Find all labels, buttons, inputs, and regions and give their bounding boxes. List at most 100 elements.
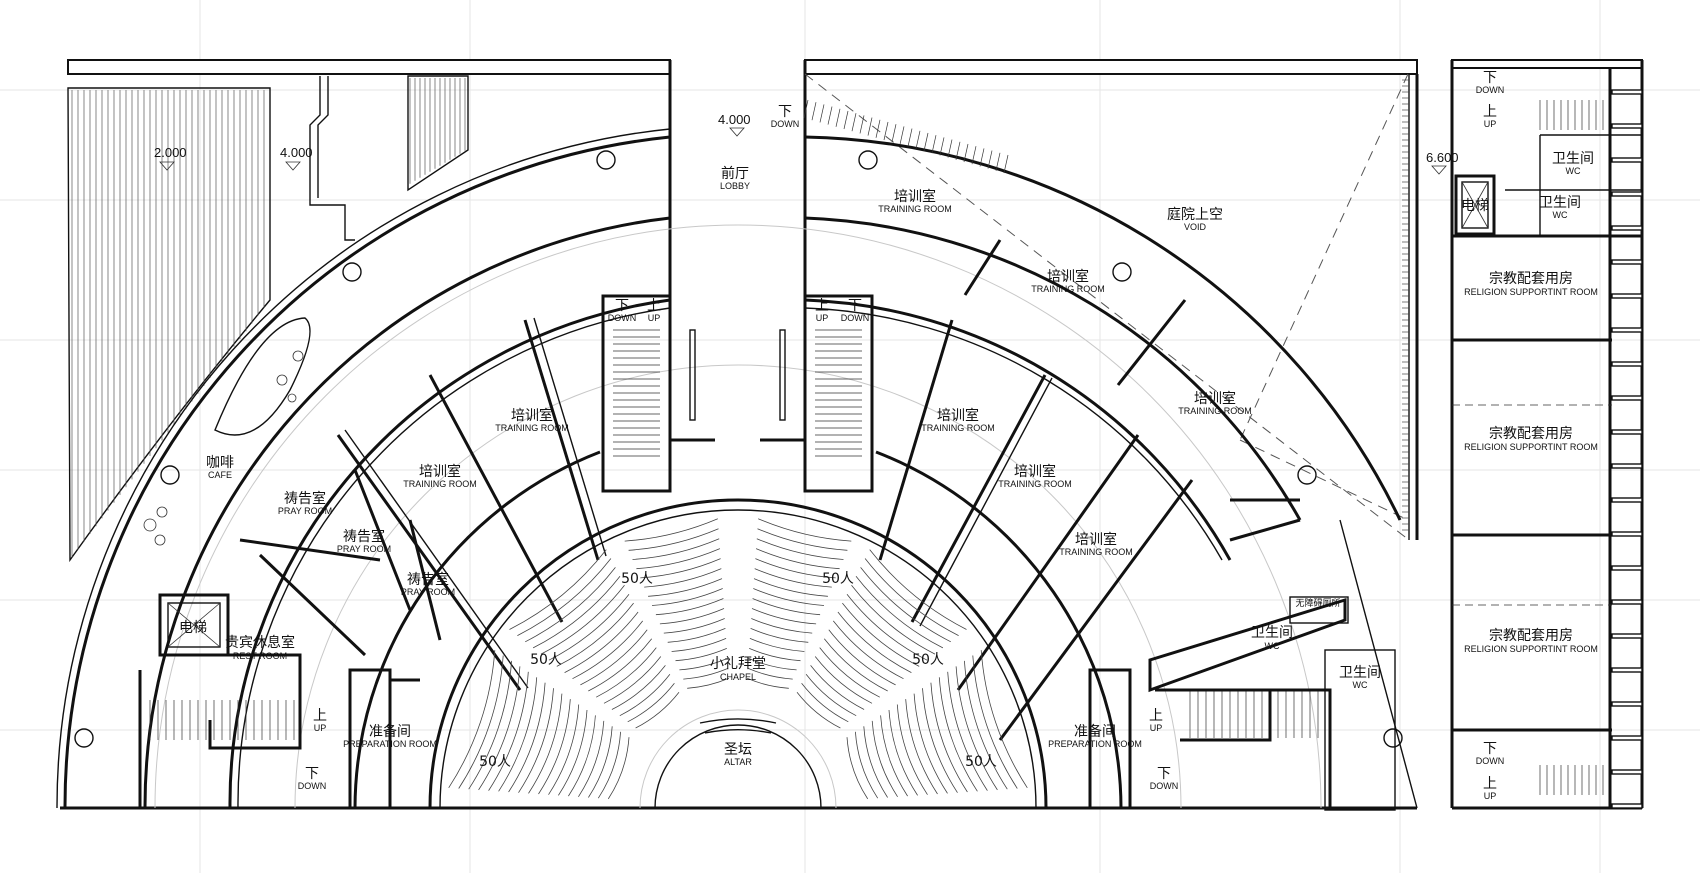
training-room-4-label-en: TRAINING ROOM xyxy=(921,423,995,433)
pray-room-1-label: 祷告室 xyxy=(284,490,326,507)
stair-up-bl: 上 xyxy=(313,708,327,724)
outer-walls xyxy=(60,59,1644,810)
stair-down-2-en: DOWN xyxy=(841,313,870,323)
stair-down-1: 下 xyxy=(615,298,629,314)
level-4000-lobby: 4.000 xyxy=(718,112,751,127)
chapel-label-en: CHAPEL xyxy=(720,672,756,682)
right-wall-ticks xyxy=(1402,79,1643,809)
stair-down-bl: 下 xyxy=(305,766,319,782)
religion-room-1-label: 宗教配套用房 xyxy=(1489,271,1573,287)
wc-4-label-en: WC xyxy=(1553,210,1568,220)
prep-room-right-label-en: PREPARATION ROOM xyxy=(1048,739,1142,749)
stair-up-1: 上 xyxy=(647,298,661,314)
training-room-2-label: 培训室 xyxy=(1047,268,1089,285)
seat-label-2: 50人 xyxy=(822,571,854,587)
stair-down-lobby-en: DOWN xyxy=(771,119,800,129)
training-room-7-label-en: TRAINING ROOM xyxy=(495,423,569,433)
level-2000: 2.000 xyxy=(154,145,187,160)
pray-room-1-label-en: PRAY ROOM xyxy=(278,506,332,516)
prep-room-right-label: 准备间 xyxy=(1074,723,1116,740)
seat-label-6: 50人 xyxy=(965,754,997,770)
stair-up-rb-en: UP xyxy=(1484,791,1497,801)
hatch-lines xyxy=(71,78,466,558)
rest-room-label-en: REST ROOM xyxy=(233,651,287,661)
training-room-1-label: 培训室 xyxy=(894,188,936,205)
radial-partitions xyxy=(239,239,1301,741)
training-room-6-label: 培训室 xyxy=(1075,531,1117,548)
void-dashes xyxy=(804,73,1410,541)
stair-down-tr-en: DOWN xyxy=(1476,85,1505,95)
lobby-label-en: LOBBY xyxy=(720,181,750,191)
stair-down-lobby: 下 xyxy=(778,104,792,120)
stair-down-br-en: DOWN xyxy=(1150,781,1179,791)
prep-room-left-label: 准备间 xyxy=(369,723,411,740)
stair-down-br: 下 xyxy=(1157,766,1171,782)
stair-down-tr: 下 xyxy=(1483,70,1497,86)
top-left-stair xyxy=(309,76,355,241)
seat-label-1: 50人 xyxy=(621,571,653,587)
training-room-4-label: 培训室 xyxy=(937,407,979,424)
stair-down-rb: 下 xyxy=(1483,741,1497,757)
elevator-left-label: 电梯 xyxy=(179,620,207,636)
level-6600: 6.600 xyxy=(1426,150,1459,165)
stair-treads xyxy=(149,99,1604,795)
training-room-2-label-en: TRAINING ROOM xyxy=(1031,284,1105,294)
chapel-seating xyxy=(448,518,1028,800)
training-room-3-label: 培训室 xyxy=(1194,390,1236,407)
religion-room-3-label-en: RELIGION SUPPORTINT ROOM xyxy=(1464,644,1598,654)
wc-1-label-en: WC xyxy=(1265,641,1280,651)
wc-4-label: 卫生间 xyxy=(1539,195,1581,211)
stair-up-tr-en: UP xyxy=(1484,119,1497,129)
void-label-en: VOID xyxy=(1184,222,1207,232)
lobby-label: 前厅 xyxy=(721,165,749,182)
stair-down-bl-en: DOWN xyxy=(298,781,327,791)
stair-up-2-en: UP xyxy=(816,313,829,323)
chapel-label: 小礼拜堂 xyxy=(710,656,766,672)
level-4000-left: 4.000 xyxy=(280,145,313,160)
wc-1-label: 卫生间 xyxy=(1251,625,1293,641)
altar-label-en: ALTAR xyxy=(724,757,752,767)
altar-label: 圣坛 xyxy=(724,742,752,758)
training-room-5-label-en: TRAINING ROOM xyxy=(998,479,1072,489)
seat-label-3: 50人 xyxy=(530,652,562,668)
accessible-wc-label: 无障碍厕所 xyxy=(1295,597,1340,609)
void-label: 庭院上空 xyxy=(1167,206,1223,223)
religion-room-1-label-en: RELIGION SUPPORTINT ROOM xyxy=(1464,287,1598,297)
service-block xyxy=(1452,68,1642,808)
wc-2-label: 卫生间 xyxy=(1339,665,1381,681)
stair-up-tr: 上 xyxy=(1483,104,1497,120)
cafe-label: 咖啡 xyxy=(206,455,234,471)
stair-up-br-en: UP xyxy=(1150,723,1163,733)
stair-cores xyxy=(601,294,874,493)
level-markers: 2.000 4.000 4.000 6.600 xyxy=(154,112,1459,175)
columns xyxy=(74,150,1403,748)
pray-room-3-label-en: PRAY ROOM xyxy=(401,587,455,597)
training-room-1-label-en: TRAINING ROOM xyxy=(878,204,952,214)
pray-room-2-label: 祷告室 xyxy=(343,528,385,545)
stair-up-br: 上 xyxy=(1149,708,1163,724)
training-room-7-label: 培训室 xyxy=(511,407,553,424)
stair-up-2: 上 xyxy=(815,298,829,314)
training-room-6-label-en: TRAINING ROOM xyxy=(1059,547,1133,557)
training-room-3-label-en: TRAINING ROOM xyxy=(1178,406,1252,416)
religion-room-2-label: 宗教配套用房 xyxy=(1489,426,1573,442)
religion-room-2-label-en: RELIGION SUPPORTINT ROOM xyxy=(1464,442,1598,452)
altar-platform xyxy=(654,718,822,809)
bottom-left-core xyxy=(138,593,420,810)
pray-room-2-label-en: PRAY ROOM xyxy=(337,544,391,554)
wc-3-label-en: WC xyxy=(1566,166,1581,176)
cafe-label-en: CAFE xyxy=(208,470,232,480)
stair-down-2: 下 xyxy=(848,298,862,314)
cafe-features xyxy=(143,317,311,546)
training-room-5-label: 培训室 xyxy=(1014,463,1056,480)
stair-down-1-en: DOWN xyxy=(608,313,637,323)
pray-room-3-label: 祷告室 xyxy=(407,571,449,588)
stair-down-rb-en: DOWN xyxy=(1476,756,1505,766)
wc-3-label: 卫生间 xyxy=(1552,151,1594,167)
wc-2-label-en: WC xyxy=(1353,680,1368,690)
seat-labels: 50人 50人 50人 50人 50人 50人 xyxy=(479,571,997,770)
stair-up-bl-en: UP xyxy=(314,723,327,733)
training-room-8-label-en: TRAINING ROOM xyxy=(403,479,477,489)
